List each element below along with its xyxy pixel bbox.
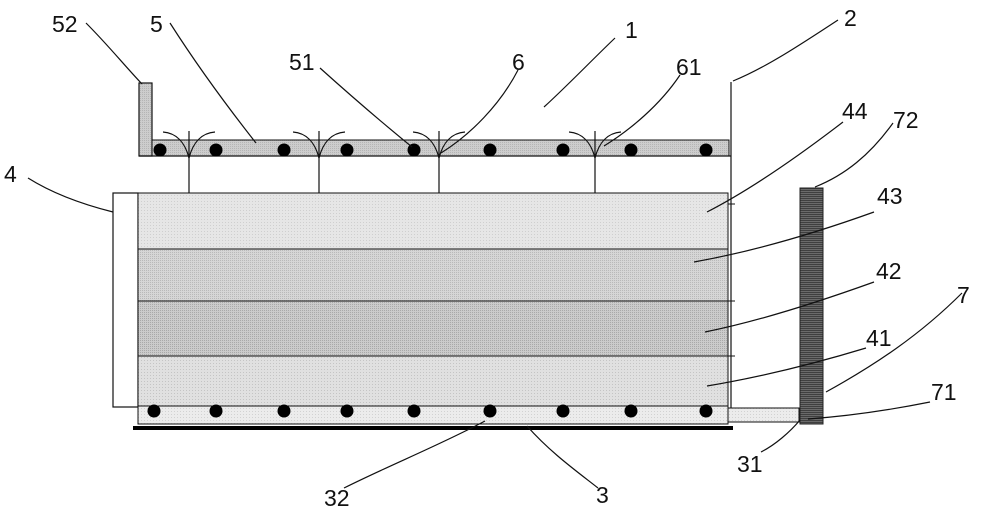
label-32: 32 <box>324 485 350 511</box>
lower-band-dots <box>147 404 713 418</box>
upper-dot <box>556 143 570 157</box>
label-41: 41 <box>866 325 892 351</box>
upper-dot <box>624 143 638 157</box>
label-51: 51 <box>289 49 315 75</box>
lower-dot <box>624 404 638 418</box>
upper-dot <box>153 143 167 157</box>
lower-dot <box>483 404 497 418</box>
label-4: 4 <box>4 161 17 187</box>
layer-edge-ticks <box>728 203 735 357</box>
label-71: 71 <box>931 379 957 405</box>
leader-lines <box>27 19 963 489</box>
curved-sprout-icon <box>292 131 346 193</box>
lower-dot <box>147 404 161 418</box>
label-42: 42 <box>876 258 902 284</box>
layer-43 <box>137 248 729 302</box>
lower-dot <box>699 404 713 418</box>
upper-dot <box>209 143 223 157</box>
upper-dot <box>483 143 497 157</box>
upper-band-dots <box>153 143 713 157</box>
lower-dot <box>407 404 421 418</box>
label-7: 7 <box>957 282 970 308</box>
label-6: 6 <box>512 49 525 75</box>
layer-41 <box>137 355 729 407</box>
label-2: 2 <box>844 5 857 31</box>
lower-dot <box>556 404 570 418</box>
lower-dot <box>277 404 291 418</box>
upper-dot <box>277 143 291 157</box>
lower-dot <box>209 404 223 418</box>
plate-end-post <box>138 82 153 157</box>
upper-dot <box>699 143 713 157</box>
curved-sprout-icon <box>568 131 622 193</box>
label-1: 1 <box>625 17 638 43</box>
curved-sprout-icon <box>162 131 216 193</box>
callout-labels: 52 5 51 6 1 61 2 44 72 4 43 42 7 41 71 3… <box>4 5 970 511</box>
label-72: 72 <box>893 107 919 133</box>
curved-sprout-icon <box>412 131 466 193</box>
side-frame-4 <box>112 192 139 408</box>
label-61: 61 <box>676 54 702 80</box>
lower-band <box>137 405 729 425</box>
layer-44 <box>137 192 729 250</box>
lower-dot <box>340 404 354 418</box>
label-52: 52 <box>52 11 78 37</box>
upper-dot <box>340 143 354 157</box>
label-31: 31 <box>737 451 763 477</box>
label-44: 44 <box>842 98 868 124</box>
label-3: 3 <box>596 482 609 508</box>
sprouts <box>162 131 622 193</box>
label-5: 5 <box>150 11 163 37</box>
layer-42 <box>137 300 729 357</box>
outlet-pipe <box>727 407 800 423</box>
label-43: 43 <box>877 183 903 209</box>
